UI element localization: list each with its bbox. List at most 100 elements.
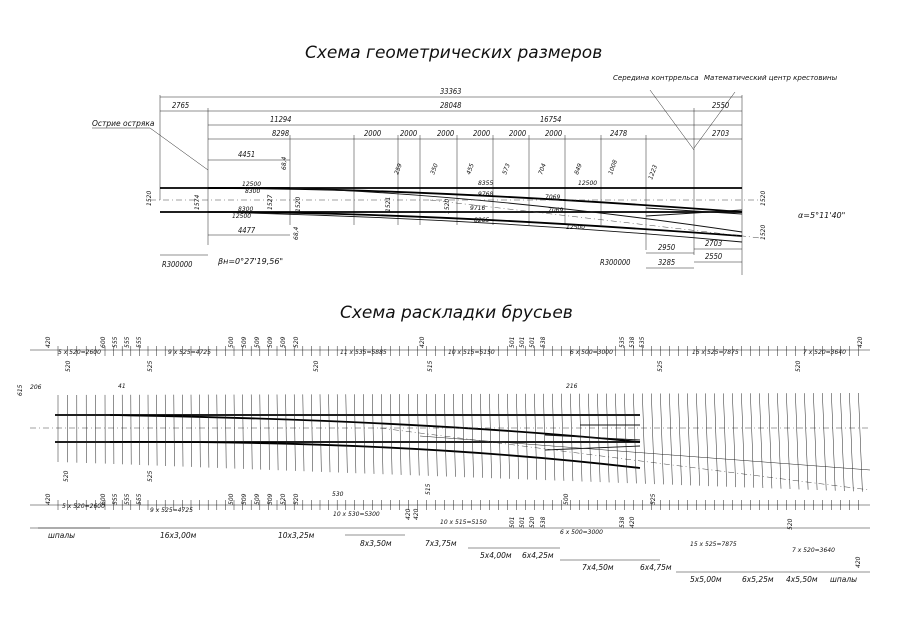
sleeper-tie: [259, 394, 262, 470]
bot-group-2: 10 x 530=5300: [333, 511, 380, 518]
sleeper-tie: [363, 394, 366, 474]
dim-7069b: 7069: [548, 207, 563, 214]
bot-520b: 520: [293, 493, 300, 505]
alpha-label: α=5°11'40": [798, 211, 845, 220]
ord-704: 704: [537, 162, 548, 175]
sleeper-tie: [597, 393, 601, 483]
top-500: 500: [228, 336, 235, 348]
dim-step: 2000: [509, 129, 526, 138]
dim-1520b: 1520: [295, 197, 302, 212]
dim-216: 216: [566, 383, 578, 390]
sleeper-tie: [633, 393, 637, 484]
sleeper-tie: [750, 393, 755, 488]
bot-509c: 509: [267, 493, 274, 505]
dim-12500b: 12500: [232, 213, 251, 220]
bot-501a: 501: [509, 517, 516, 528]
bot-555b: 555: [124, 493, 131, 505]
top-group-4: 6 x 500=3000: [570, 349, 613, 356]
top-group-3: 10 x 515=5150: [448, 349, 495, 356]
ord-259: 259: [393, 162, 404, 175]
ord-455: 455: [465, 162, 476, 175]
sleeper-tie: [319, 394, 322, 472]
sleeper-tie: [543, 393, 547, 481]
radius-right: R300000: [600, 258, 630, 267]
len-12: шпалы: [830, 575, 857, 584]
sleeper-tie: [678, 393, 682, 486]
switch-point-label: Острие остряка: [92, 119, 155, 128]
len-11: 4x5,50м: [786, 575, 818, 584]
top-group-0: 5 x 520=2600: [58, 349, 101, 356]
top-555b: 555: [124, 336, 131, 348]
dim-2703b: 2703: [705, 239, 722, 248]
sleeper-tie: [293, 394, 296, 471]
top-420c: 420: [857, 336, 864, 348]
dim-9716: 9716: [470, 205, 485, 212]
bot-520c: 520: [529, 516, 536, 528]
dim-2765: 2765: [172, 101, 189, 110]
top-501a: 501: [509, 337, 516, 348]
sleeper-tie: [164, 394, 166, 467]
sleeper-tie: [624, 393, 628, 484]
bot-420e: 420: [855, 556, 862, 568]
sleeper-tie: [399, 394, 402, 475]
sleeper-tie: [311, 394, 313, 472]
sleeper-tie: [723, 393, 727, 487]
sleeper-tie: [242, 394, 244, 469]
dim-1520-left: 1520: [146, 191, 153, 206]
bot-538a: 538: [540, 516, 547, 528]
sleeper-tie: [328, 394, 331, 473]
dim-68-top: 68,4: [281, 156, 288, 170]
top-420a: 420: [45, 336, 52, 348]
sleeper-tie: [669, 393, 673, 485]
sleeper-tie: [525, 393, 528, 480]
radius-left: R300000: [162, 260, 192, 269]
sleeper-tie: [372, 394, 375, 474]
sleeper-tie: [741, 393, 746, 488]
sleeper-tie: [285, 394, 287, 471]
top-600: 600: [100, 336, 107, 348]
sleeper-tie: [250, 394, 253, 470]
dim-1520-right: 1520: [760, 191, 767, 206]
dim-8300b: 8300: [238, 206, 253, 213]
geometry-schema: 33363 2765 28048 2550 11294 16754 8298 2…: [92, 74, 845, 275]
sleeper-tie: [381, 394, 384, 475]
dim-step: 2000: [364, 129, 381, 138]
ord-573: 573: [501, 162, 512, 175]
dim-8265: 8265: [474, 217, 489, 224]
bot-501b: 501: [519, 517, 526, 528]
dim-1520c: 1520: [444, 199, 451, 214]
dim-11294: 11294: [270, 115, 291, 124]
sleeper-tie: [498, 393, 501, 479]
len-1: 16x3,00м: [160, 531, 197, 540]
dim-7069a: 7069: [545, 194, 560, 201]
ord-1008: 1008: [607, 159, 619, 176]
geometry-title: Схема геометрических размеров: [305, 43, 602, 63]
sleeper-ties: [57, 346, 863, 510]
len-2: 10x3,25м: [278, 531, 315, 540]
len-5: 5x4,00м: [480, 551, 512, 560]
sleeper-tie: [480, 393, 483, 478]
sleeper-tie: [233, 394, 236, 469]
top-555a: 555: [112, 336, 119, 348]
check-rail-label: Середина контррельса: [613, 74, 699, 82]
sleeper-tie: [660, 393, 664, 485]
dim-2950: 2950: [658, 243, 675, 252]
dim-33363: 33363: [440, 87, 461, 96]
len-10: 6x5,25м: [742, 575, 774, 584]
dim-68-bottom: 68,4: [293, 226, 300, 240]
dim-1574: 1574: [194, 195, 201, 210]
bot-509a: 509: [241, 493, 248, 505]
sleepers-title: Схема раскладки брусьев: [340, 303, 573, 323]
sleeper-tie: [268, 394, 270, 470]
top-538b: 538: [629, 336, 636, 348]
sleeper-tie: [849, 392, 854, 492]
sleeper-tie: [199, 394, 201, 468]
top-520a: 520: [293, 336, 300, 348]
sleeper-tie: [336, 394, 339, 473]
bot-600: 600: [100, 493, 107, 505]
top-509d: 509: [280, 336, 287, 348]
sleeper-top-dims: 5 x 520=2600 9 x 525=4725 11 x 535=5885 …: [17, 336, 864, 568]
ord-1223: 1223: [647, 164, 659, 181]
sleeper-tie: [417, 394, 420, 476]
top-501c: 501: [529, 337, 536, 348]
